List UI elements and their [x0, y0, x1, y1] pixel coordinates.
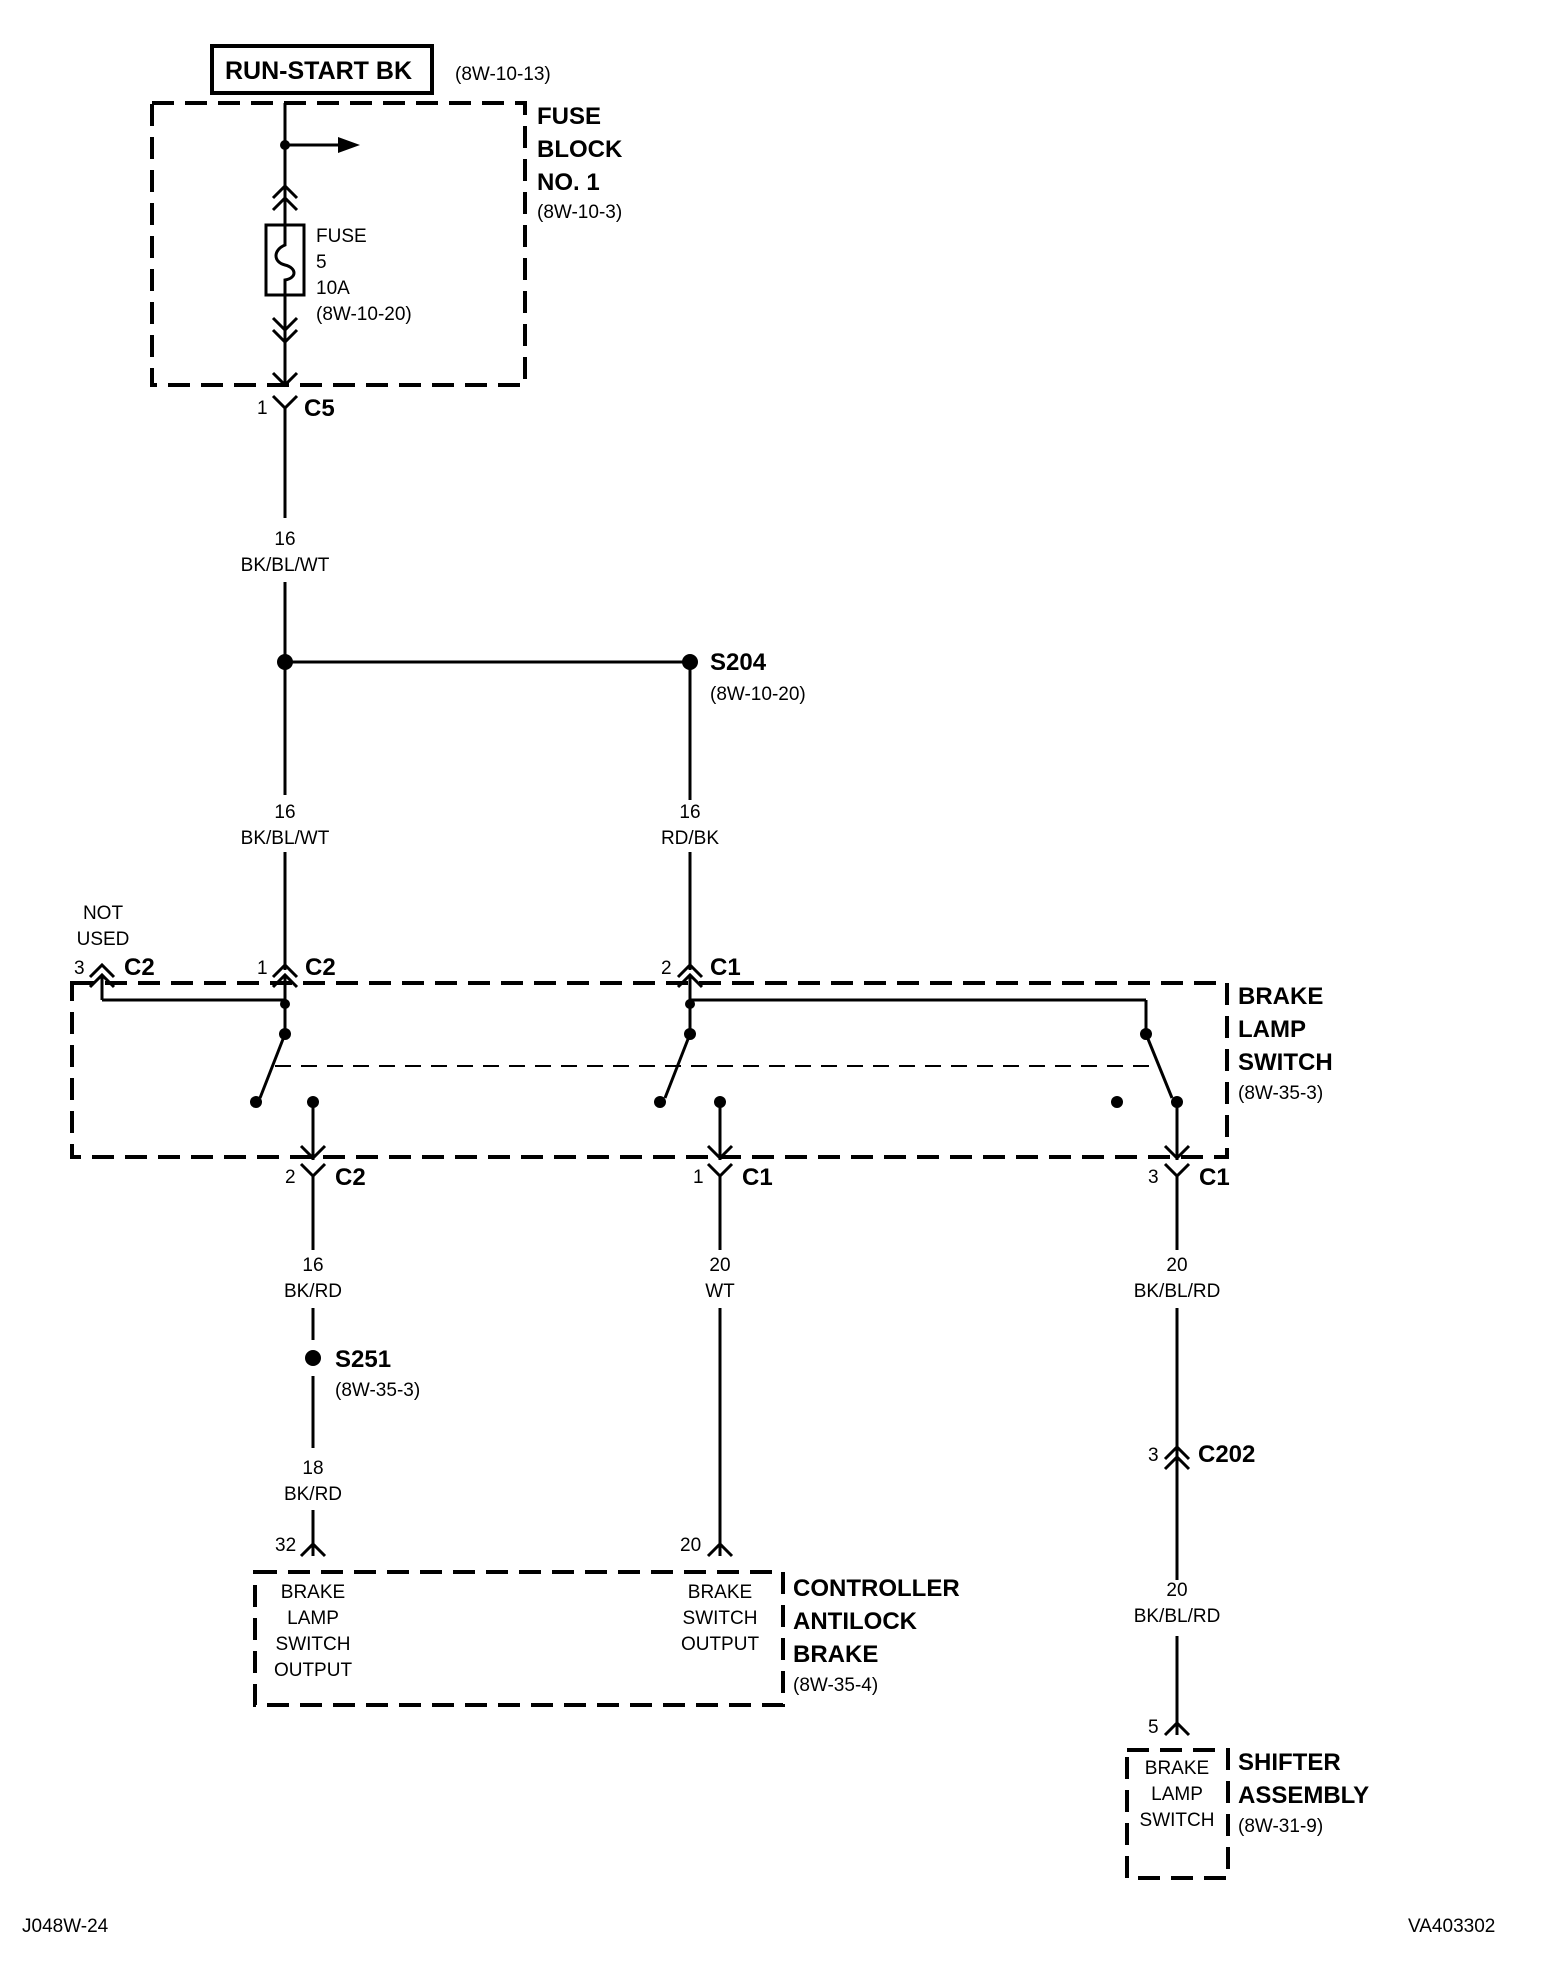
bottom-conn-2-name: C1	[742, 1164, 773, 1191]
connector-c5	[271, 394, 299, 411]
top-conn-3-pin: 2	[661, 958, 672, 979]
w4-gauge: 16	[302, 1255, 323, 1276]
s204-ref: (8W-10-20)	[710, 684, 806, 705]
w2-gauge: 16	[274, 802, 295, 823]
brake-lamp-switch-outline	[70, 981, 1229, 1159]
controller-name-2: ANTILOCK	[793, 1608, 918, 1635]
s251-ref: (8W-35-3)	[335, 1380, 420, 1401]
c5-name: C5	[304, 395, 335, 422]
fuse-block-ref: (8W-10-3)	[537, 202, 622, 223]
source-box	[210, 44, 434, 95]
shifter-name-2: ASSEMBLY	[1238, 1782, 1369, 1809]
controller-right-2: SWITCH	[683, 1608, 758, 1629]
source-ref: (8W-10-13)	[455, 64, 551, 85]
controller-pin-left: 32	[275, 1535, 296, 1556]
fuse-block-name-3: NO. 1	[537, 169, 600, 196]
controller-left-3: SWITCH	[276, 1634, 351, 1655]
connector-c202	[1163, 1444, 1191, 1461]
source-label: RUN-START BK	[225, 57, 412, 85]
c202-pin: 3	[1148, 1445, 1159, 1466]
fuse-number: 5	[316, 252, 327, 273]
bls-name-2: LAMP	[1238, 1016, 1306, 1043]
controller-right-1: BRAKE	[688, 1582, 752, 1603]
top-conn-1-name: C2	[124, 954, 155, 981]
s251-name: S251	[335, 1346, 391, 1373]
controller-name-1: CONTROLLER	[793, 1575, 960, 1602]
top-conn-2-pin: 1	[257, 958, 268, 979]
not-used-2: USED	[77, 929, 130, 950]
connector-c1-pin1	[706, 1162, 734, 1179]
shifter-ref: (8W-31-9)	[1238, 1816, 1323, 1837]
s204-name: S204	[710, 649, 767, 676]
bottom-conn-1-pin: 2	[285, 1167, 296, 1188]
shifter-inner-1: BRAKE	[1145, 1758, 1209, 1779]
controller-left-1: BRAKE	[281, 1582, 345, 1603]
w7-gauge: 20	[1166, 1255, 1187, 1276]
w3-color: RD/BK	[661, 828, 719, 849]
controller-pin-20-connector	[706, 1541, 734, 1558]
bls-name-1: BRAKE	[1238, 983, 1323, 1010]
splice-s251	[305, 1350, 321, 1366]
w4-color: BK/RD	[284, 1281, 342, 1302]
connector-c2-pin3	[88, 962, 116, 979]
connector-c2-pin1	[271, 962, 299, 979]
shifter-pin: 5	[1148, 1717, 1159, 1738]
bottom-conn-3-pin: 3	[1148, 1167, 1159, 1188]
w6-gauge: 20	[709, 1255, 730, 1276]
controller-right-3: OUTPUT	[681, 1634, 760, 1655]
connector-c2-pin2	[299, 1162, 327, 1179]
bottom-conn-1-name: C2	[335, 1164, 366, 1191]
w2-color: BK/BL/WT	[241, 828, 330, 849]
fuse-label: FUSE	[316, 226, 367, 247]
bls-ref: (8W-35-3)	[1238, 1083, 1323, 1104]
shifter-inner-3: SWITCH	[1140, 1810, 1215, 1831]
w5-color: BK/RD	[284, 1484, 342, 1505]
top-conn-3-name: C1	[710, 954, 741, 981]
fuse-block-name-2: BLOCK	[537, 136, 623, 163]
shifter-pin-5-connector	[1163, 1720, 1191, 1737]
bottom-conn-3-name: C1	[1199, 1164, 1230, 1191]
controller-left-2: LAMP	[287, 1608, 339, 1629]
switch-contact-1	[258, 1033, 287, 1099]
controller-ref: (8W-35-4)	[793, 1675, 878, 1696]
footer-right: VA403302	[1408, 1916, 1495, 1937]
connector-c1-pin3	[1163, 1162, 1191, 1179]
controller-pin-32-connector	[299, 1541, 327, 1558]
w5-gauge: 18	[302, 1458, 323, 1479]
fuse-rating: 10A	[316, 278, 350, 299]
w6-color: WT	[705, 1281, 735, 1302]
shifter-outline	[1125, 1748, 1230, 1880]
bus-arrow-icon	[338, 137, 360, 153]
not-used-1: NOT	[83, 903, 124, 924]
w7-color: BK/BL/RD	[1134, 1281, 1221, 1302]
bls-name-3: SWITCH	[1238, 1049, 1333, 1076]
w8-color: BK/BL/RD	[1134, 1606, 1221, 1627]
c202-name: C202	[1198, 1441, 1255, 1468]
w1-gauge: 16	[274, 529, 295, 550]
bottom-conn-2-pin: 1	[693, 1167, 704, 1188]
footer-left: J048W-24	[22, 1916, 109, 1937]
w3-gauge: 16	[679, 802, 700, 823]
controller-pin-right: 20	[680, 1535, 701, 1556]
shifter-inner-2: LAMP	[1151, 1784, 1203, 1805]
top-conn-2-name: C2	[305, 954, 336, 981]
shifter-name-1: SHIFTER	[1238, 1749, 1341, 1776]
fuse-block-outline	[150, 101, 527, 387]
top-conn-1-pin: 3	[74, 958, 85, 979]
controller-left-4: OUTPUT	[274, 1660, 353, 1681]
fuse-ref: (8W-10-20)	[316, 304, 412, 325]
fuse-block-name-1: FUSE	[537, 103, 601, 130]
w1-color: BK/BL/WT	[241, 555, 330, 576]
controller-name-3: BRAKE	[793, 1641, 878, 1668]
c5-pin: 1	[257, 398, 268, 419]
controller-outline	[253, 1570, 785, 1707]
connector-c1-pin2	[676, 962, 704, 979]
w8-gauge: 20	[1166, 1580, 1187, 1601]
